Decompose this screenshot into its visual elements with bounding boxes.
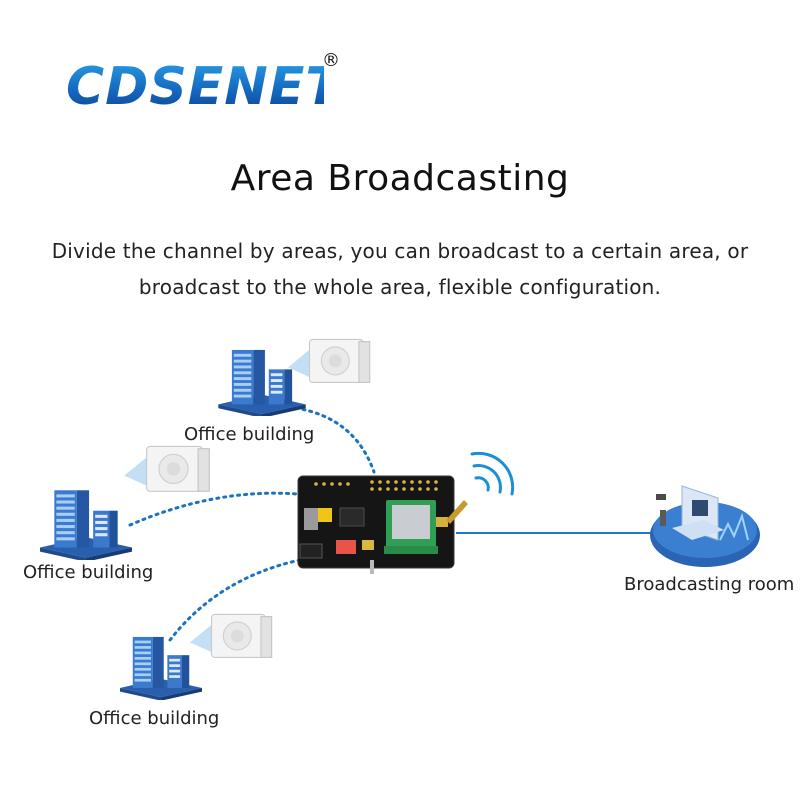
building-top-group [218,338,371,416]
registered-mark: ® [322,50,340,71]
label-office-building-middle: Office building [23,562,154,583]
building-icon [120,636,202,700]
building-middle-group [40,445,210,560]
building-bottom-group [120,613,273,700]
link-middle [128,491,300,527]
logo-text: CDSENET [66,57,324,116]
antenna-icon [436,500,468,527]
wifi-signal-icon [470,451,515,496]
building-icon [40,490,132,560]
label-office-building-top: Office building [184,424,315,445]
link-bottom [168,558,302,642]
speaker-icon [124,445,210,492]
page-title: Area Broadcasting [230,158,570,199]
broadcast-room-icon [650,485,760,567]
speaker-icon [288,338,371,383]
cdsenet-logo: CDSENET [66,57,324,116]
speaker-icon [190,613,273,658]
description: Divide the channel by areas, you can bro… [0,233,800,305]
wireless-links [128,406,376,642]
label-office-building-bottom: Office building [89,708,220,729]
label-broadcasting-room: Broadcasting room [624,574,795,595]
building-icon [218,349,306,416]
description-line-1: Divide the channel by areas, you can bro… [51,239,749,263]
description-line-2: broadcast to the whole area, flexible co… [138,275,662,299]
module-board-icon [297,475,455,574]
